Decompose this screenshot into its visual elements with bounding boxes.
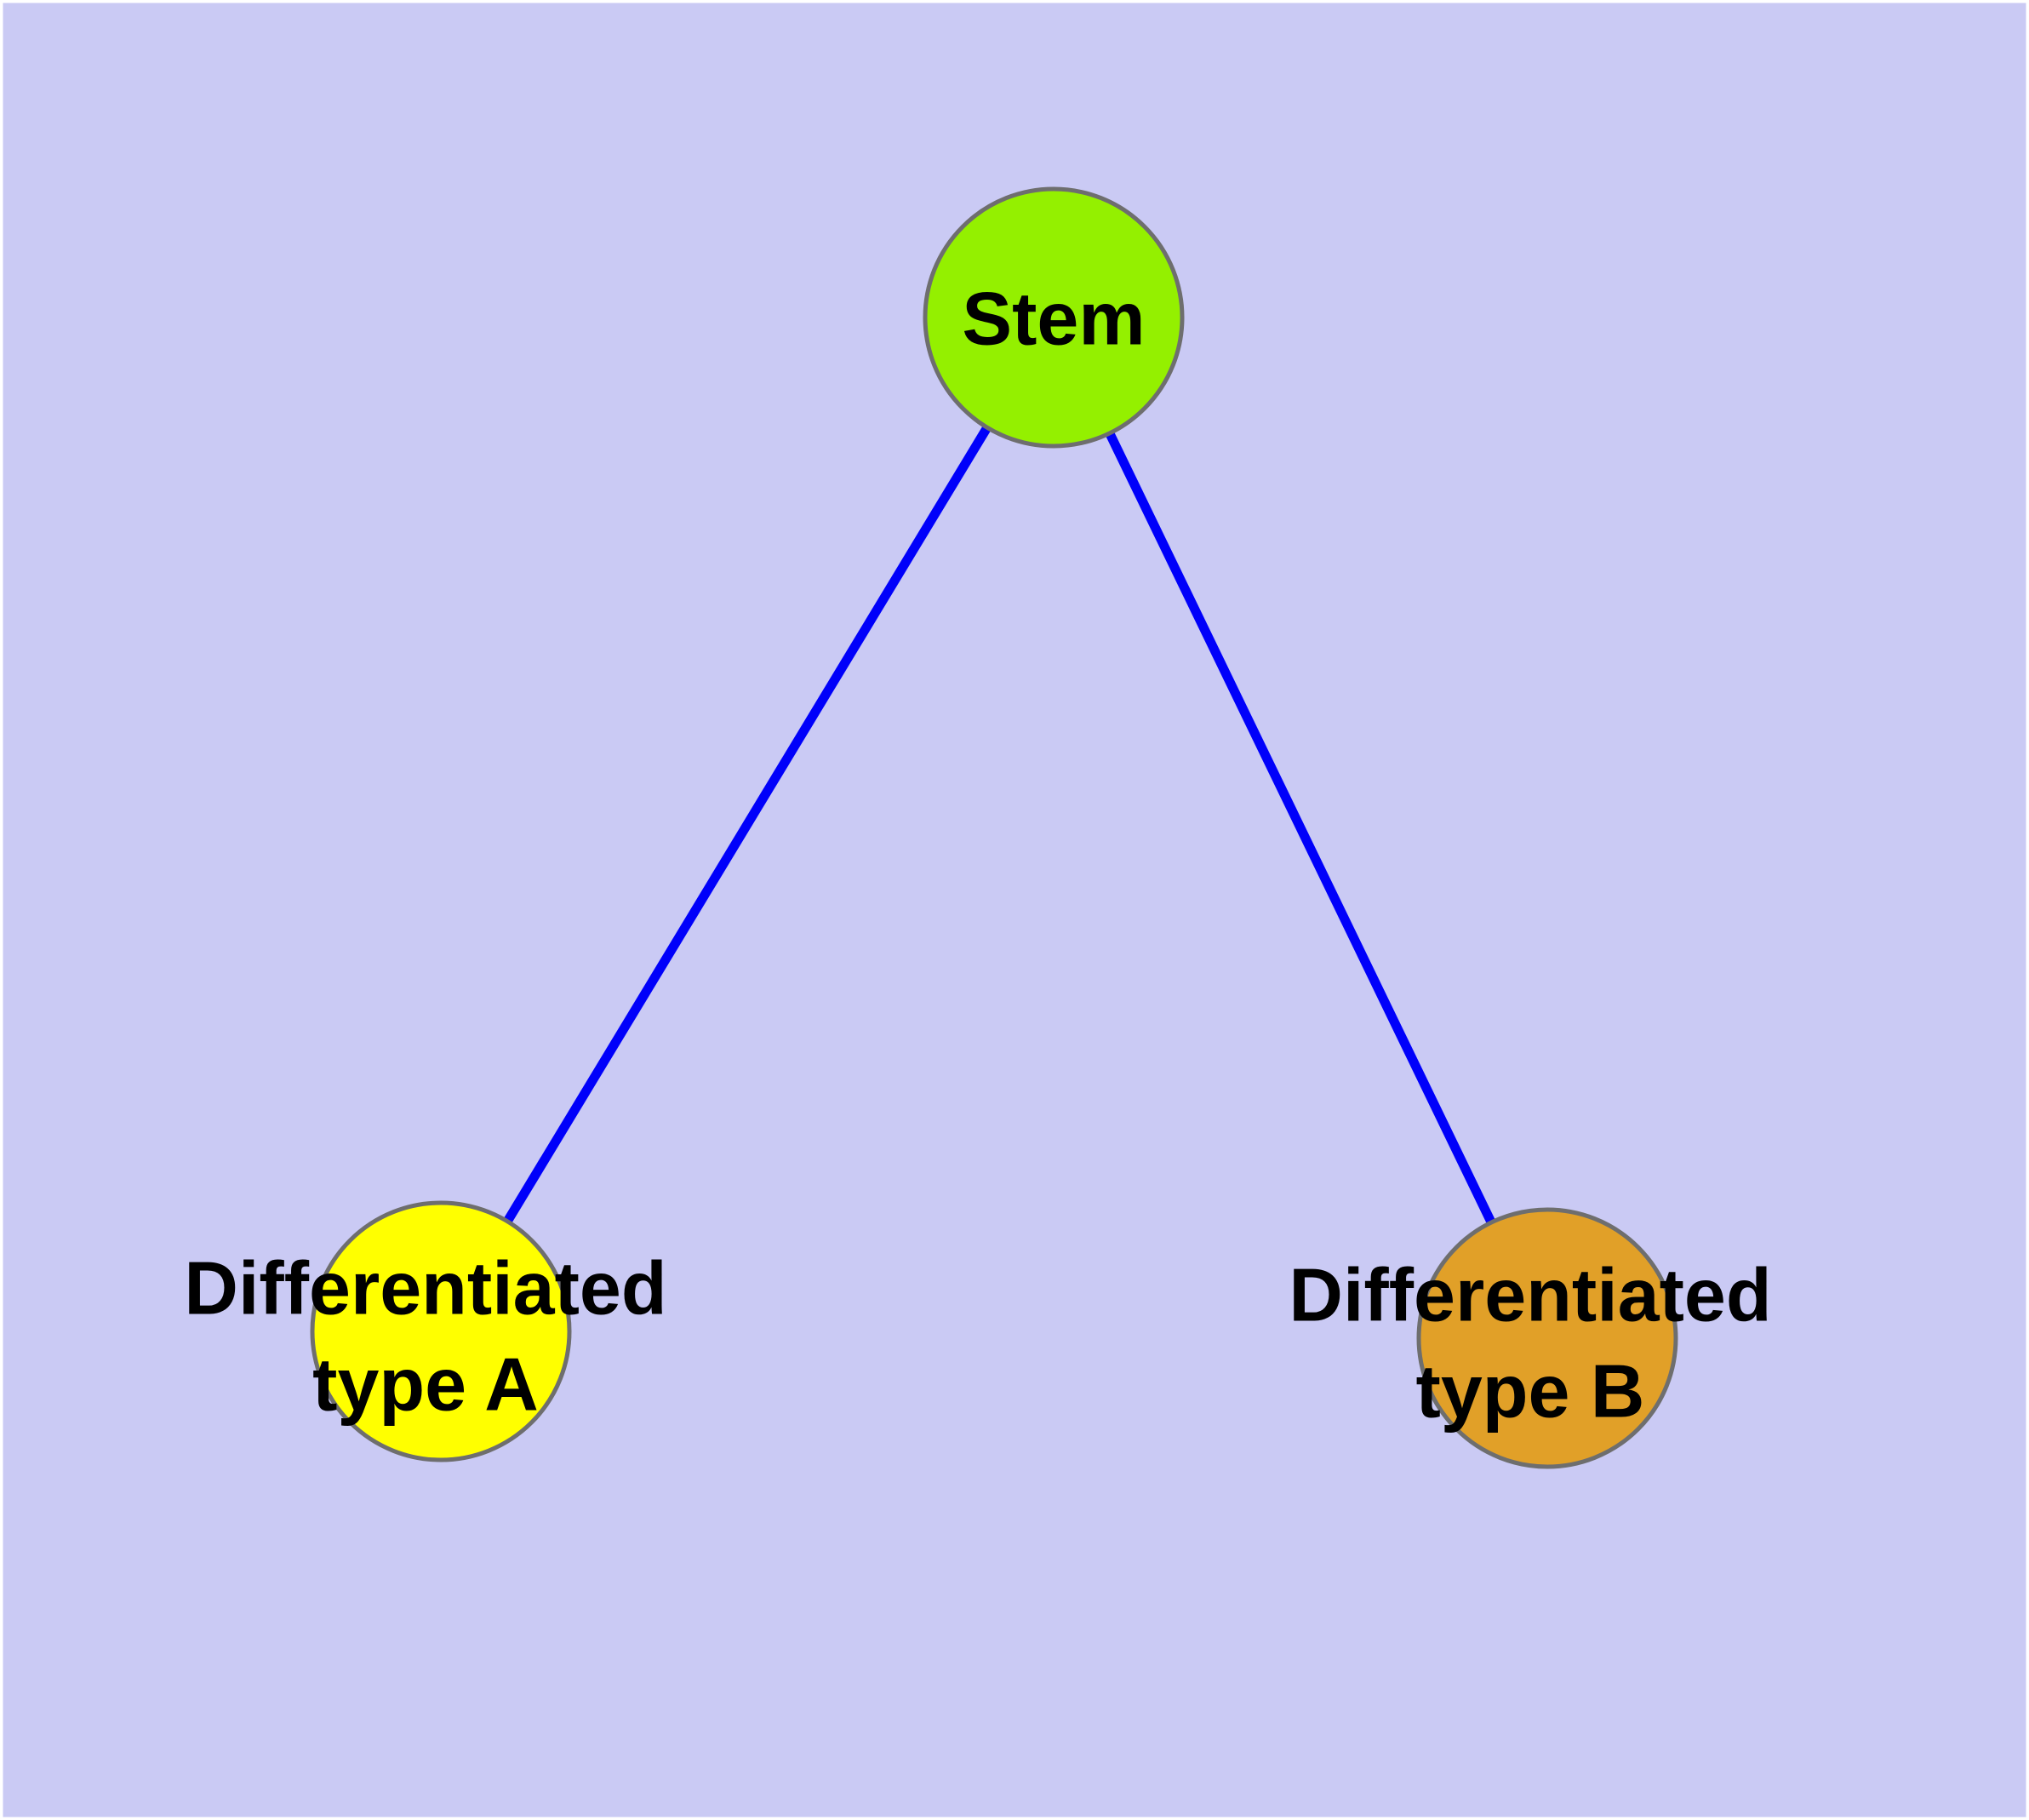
type-b-label-line-2: type B: [1415, 1348, 1645, 1433]
node-stem-label: Stem: [962, 276, 1146, 361]
node-stem: [923, 186, 1185, 449]
node-differentiated-type-a-label: Differentiated type A: [184, 1240, 666, 1432]
edge-stem-to-type-a: [437, 315, 1058, 1334]
node-differentiated-type-b-label: Differentiated type B: [1289, 1247, 1771, 1439]
node-differentiated-type-b: [1416, 1207, 1678, 1469]
type-a-label-line-2: type A: [312, 1342, 539, 1426]
type-a-label-line-1: Differentiated: [184, 1245, 667, 1331]
node-differentiated-type-a: [310, 1200, 572, 1462]
type-b-label-line-1: Differentiated: [1289, 1252, 1772, 1337]
edge-stem-to-type-b: [1049, 315, 1552, 1341]
